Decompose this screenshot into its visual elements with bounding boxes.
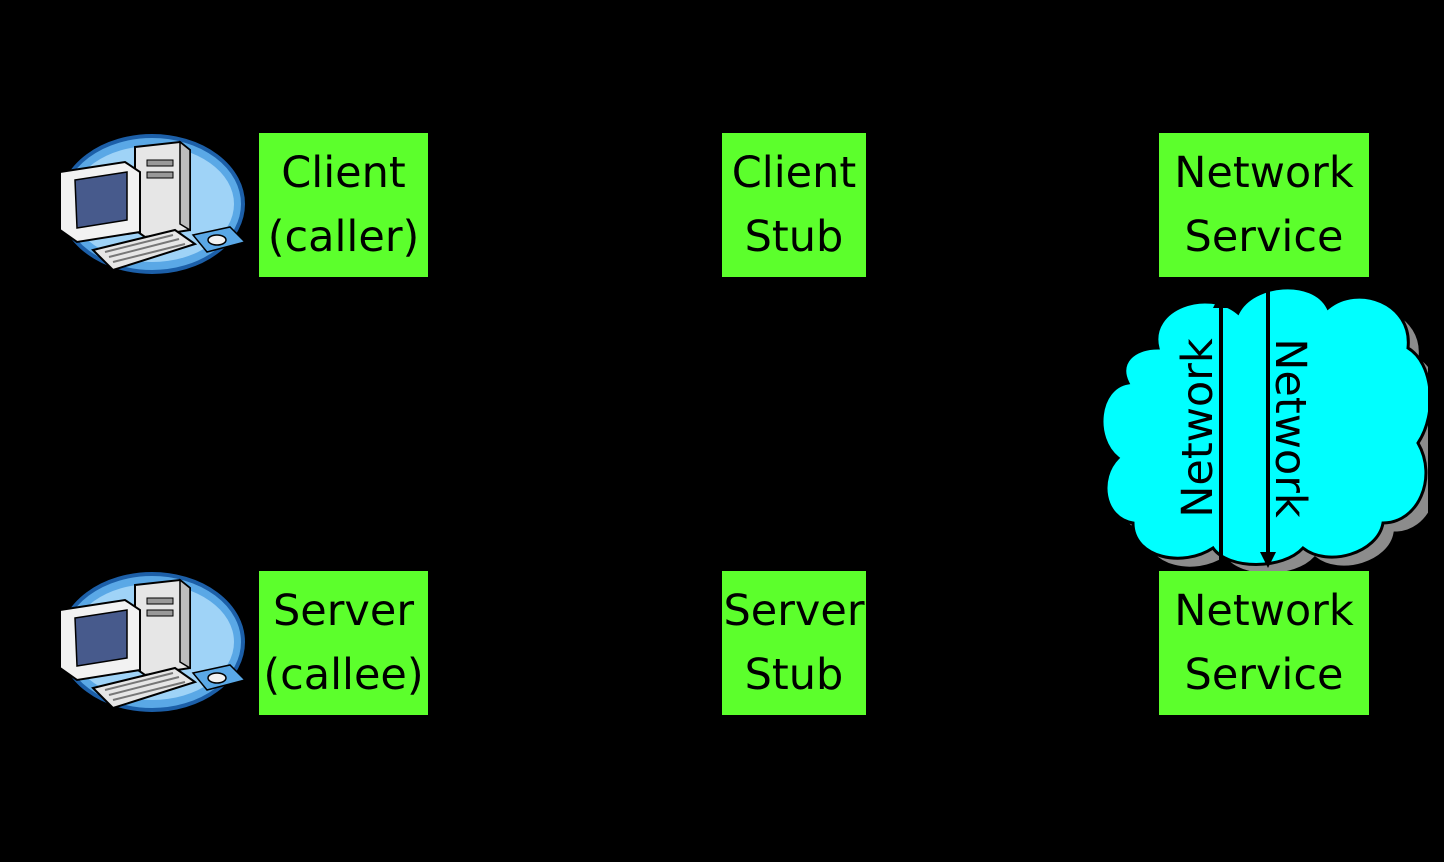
client-stub-line2: Stub	[744, 212, 844, 262]
server-callee-box: Server (callee)	[259, 571, 428, 715]
client-stub-box: Client Stub	[722, 133, 866, 277]
client-network-service-line1: Network	[1174, 148, 1354, 198]
cloud-label-down: Network	[1265, 338, 1315, 518]
down-arrow-head	[1260, 552, 1276, 568]
client-caller-box: Client (caller)	[259, 133, 428, 277]
client-caller-line2: (caller)	[267, 212, 420, 262]
client-network-service-box: Network Service	[1159, 133, 1369, 277]
server-stub-line1: Server	[723, 586, 865, 636]
client-caller-line1: Client	[281, 148, 406, 198]
network-cloud: Network Network	[1100, 286, 1428, 573]
client-stub-line1: Client	[731, 148, 857, 198]
server-callee-line2: (callee)	[263, 650, 424, 700]
client-network-service-line2: Service	[1184, 212, 1344, 262]
server-computer-icon	[59, 572, 245, 712]
server-network-service-line2: Service	[1184, 650, 1344, 700]
up-arrow-head	[1213, 292, 1229, 308]
server-stub-box: Server Stub	[722, 571, 866, 715]
server-network-service-box: Network Service	[1159, 571, 1369, 715]
cloud-label-up: Network	[1173, 338, 1223, 518]
server-stub-line2: Stub	[744, 650, 844, 700]
client-computer-icon	[59, 134, 245, 274]
server-network-service-line1: Network	[1174, 586, 1354, 636]
cloud-shape	[1100, 286, 1428, 566]
server-callee-line1: Server	[272, 586, 414, 636]
